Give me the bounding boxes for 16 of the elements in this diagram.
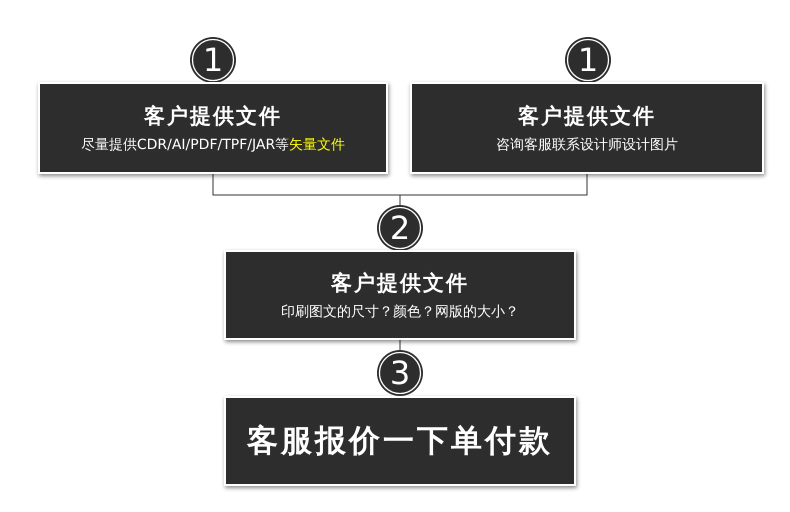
- step-number-badge: 3: [376, 349, 424, 397]
- step-number-badge: 1: [564, 36, 612, 84]
- step-title: 客户提供文件: [144, 103, 282, 130]
- step-box: [410, 82, 764, 174]
- step-box: [224, 396, 576, 486]
- step-title: 客户提供文件: [518, 103, 656, 130]
- step-number-badge: 1: [189, 36, 237, 84]
- step-title: 客户提供文件: [331, 270, 469, 297]
- step-box: [38, 82, 388, 174]
- connector-line: [400, 174, 588, 206]
- step-title: 客服报价一下单付款: [247, 422, 553, 461]
- step-description: 尽量提供CDR/AI/PDF/TPF/JAR等矢量文件: [80, 136, 346, 154]
- step-description: 印刷图文的尺寸？颜色？网版的大小？: [281, 303, 519, 321]
- step-box: [224, 250, 576, 340]
- step-number-badge: 2: [376, 204, 424, 252]
- step-description: 咨询客服联系设计师设计图片: [496, 136, 678, 154]
